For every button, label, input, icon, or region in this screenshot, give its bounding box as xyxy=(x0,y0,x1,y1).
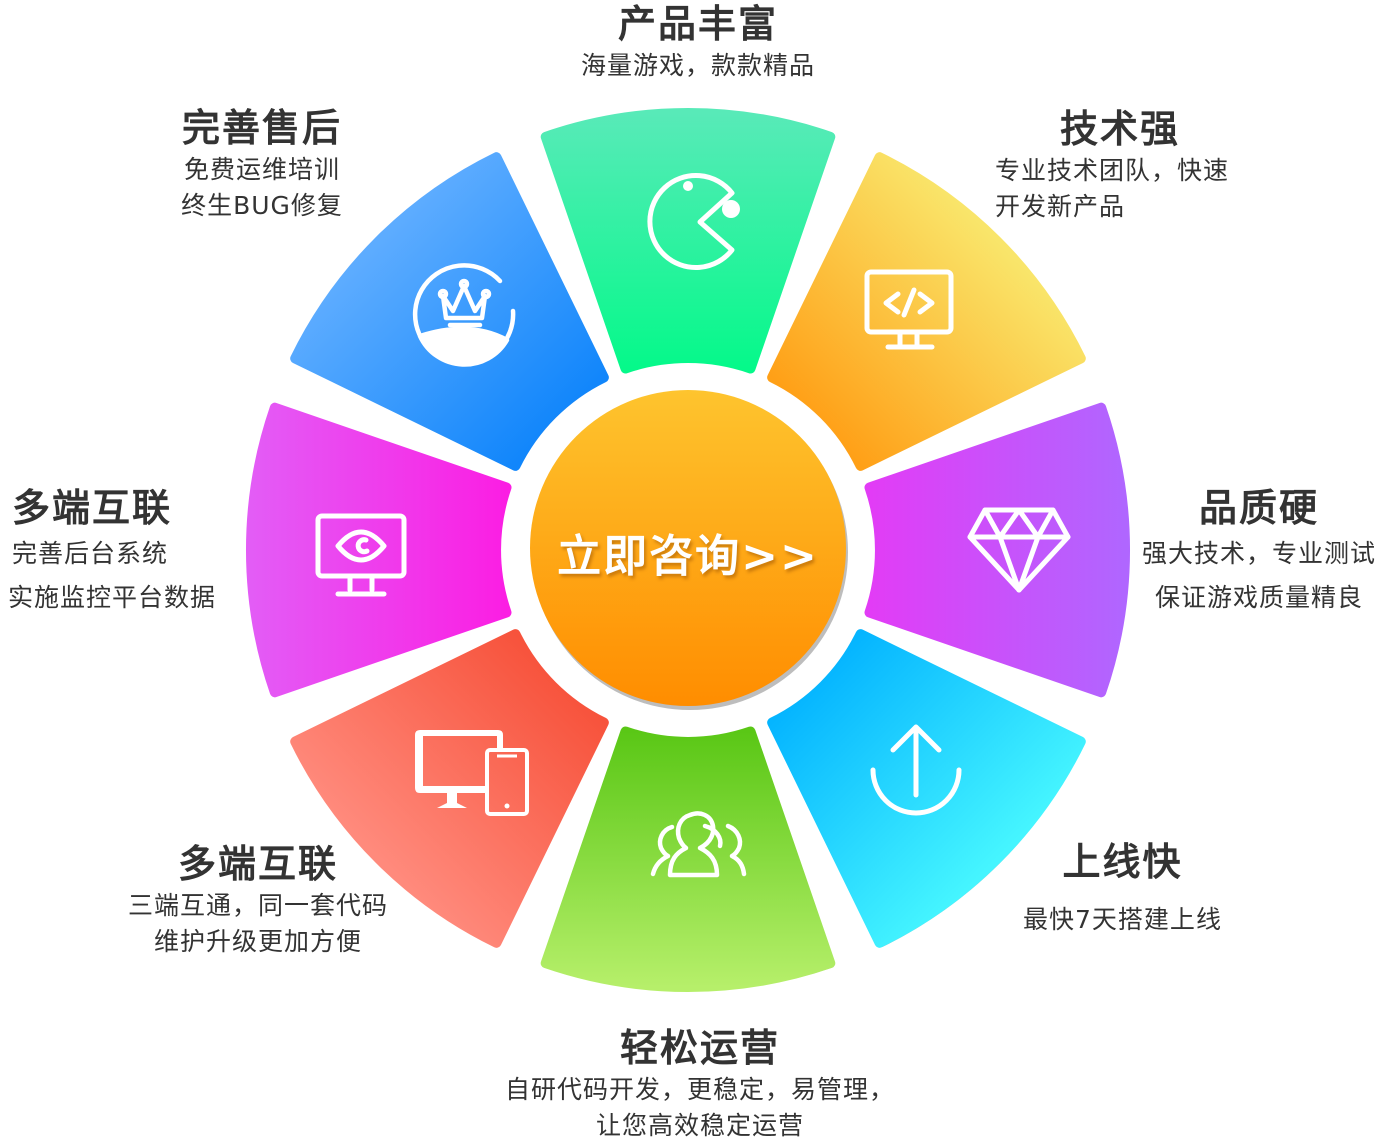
segment-product-rich[interactable] xyxy=(540,108,836,374)
label-fast-launch: 上线快 最快7天搭建上线 xyxy=(1000,838,1245,938)
feature-desc: 三端互通，同一套代码 xyxy=(127,891,388,920)
label-hard-quality: 品质硬 强大技术，专业测试 保证游戏质量精良 xyxy=(1128,484,1385,620)
label-after-sales: 完善售后 免费运维培训 终生BUG修复 xyxy=(162,104,362,224)
feature-desc: 维护升级更加方便 xyxy=(153,927,362,956)
feature-title: 产品丰富 xyxy=(617,2,778,46)
label-strong-tech: 技术强 专业技术团队，快速 开发新产品 xyxy=(995,105,1255,225)
users-icon xyxy=(650,811,747,878)
code-monitor-icon xyxy=(864,269,954,350)
consult-now-label[interactable]: 立即咨询>> xyxy=(557,531,819,582)
feature-desc: 实施监控平台数据 xyxy=(7,583,216,612)
monitor-eye-icon xyxy=(315,513,407,597)
feature-title: 品质硬 xyxy=(1198,486,1319,530)
segment-fast-launch[interactable] xyxy=(715,578,1101,964)
feature-title: 多端互联 xyxy=(177,842,338,886)
diamond-icon xyxy=(967,507,1071,593)
feature-desc: 开发新产品 xyxy=(995,192,1126,221)
segment-hard-quality[interactable] xyxy=(864,402,1130,698)
label-multi-terminal-2: 多端互联 完善后台系统 实施监控平台数据 xyxy=(0,484,232,620)
feature-desc: 海量游戏，款款精品 xyxy=(580,51,815,80)
segment-strong-tech[interactable] xyxy=(713,140,1100,527)
feature-desc: 完善后台系统 xyxy=(12,539,169,568)
segment-multi-terminal-2[interactable] xyxy=(246,402,512,698)
feature-title: 轻松运营 xyxy=(619,1026,780,1070)
crown-icon xyxy=(412,263,516,367)
feature-title: 多端互联 xyxy=(12,486,173,530)
feature-title: 技术强 xyxy=(1059,107,1180,151)
segment-multi-terminal-1[interactable] xyxy=(278,576,664,962)
pacman-icon xyxy=(647,173,740,270)
segment-after-sales[interactable] xyxy=(278,140,663,525)
devices-icon xyxy=(415,730,529,816)
feature-desc: 免费运维培训 xyxy=(183,155,340,184)
label-multi-terminal-1: 多端互联 三端互通，同一套代码 维护升级更加方便 xyxy=(108,840,408,960)
feature-desc: 专业技术团队，快速 xyxy=(995,156,1230,185)
upload-icon xyxy=(870,724,962,816)
consult-now-button[interactable] xyxy=(530,390,848,710)
feature-desc: 终生BUG修复 xyxy=(181,191,343,220)
feature-desc: 让您高效稳定运营 xyxy=(595,1111,804,1140)
feature-title: 上线快 xyxy=(1062,840,1183,884)
label-product-rich: 产品丰富 海量游戏，款款精品 xyxy=(548,0,848,84)
feature-desc: 最快7天搭建上线 xyxy=(1023,905,1222,934)
feature-desc: 保证游戏质量精良 xyxy=(1154,583,1363,612)
feature-title: 完善售后 xyxy=(181,106,342,150)
feature-desc: 强大技术，专业测试 xyxy=(1141,539,1376,568)
label-easy-operation: 轻松运营 自研代码开发，更稳定，易管理， 让您高效稳定运营 xyxy=(470,1024,930,1144)
feature-desc: 自研代码开发，更稳定，易管理， xyxy=(504,1075,895,1104)
segment-easy-operation[interactable] xyxy=(540,726,836,992)
